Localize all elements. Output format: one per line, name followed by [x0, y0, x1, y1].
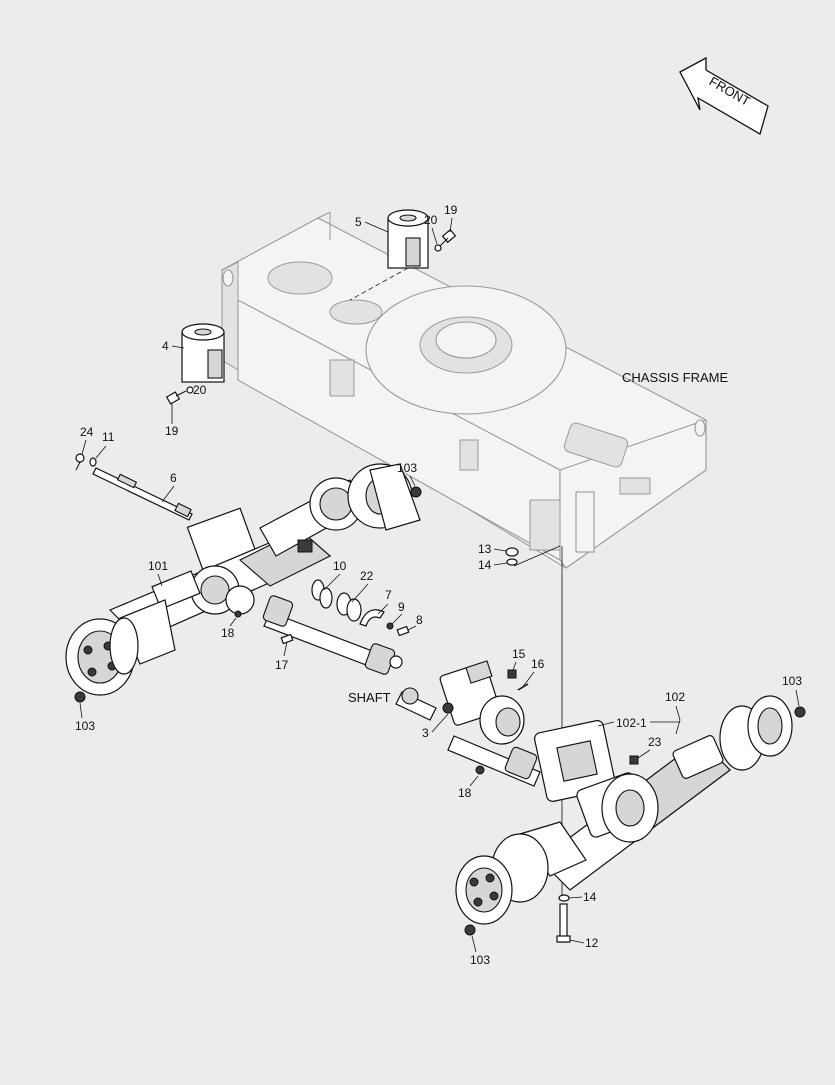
nut-103-rear-left [464, 924, 476, 936]
callout-9: 9 [398, 600, 405, 614]
front-arrow: FRONT [679, 56, 769, 135]
mount-block-5 [387, 209, 429, 269]
callout-18-rear: 18 [458, 786, 472, 800]
callout-15: 15 [512, 647, 526, 661]
callout-101: 101 [148, 559, 168, 573]
callout-11: 11 [102, 430, 115, 444]
bolt-18-front [234, 610, 242, 618]
callout-12: 12 [585, 936, 599, 950]
rear-axle-102 [455, 695, 793, 925]
chassis-frame [221, 211, 707, 569]
rear-driveshaft [447, 735, 541, 787]
bolt-18-rear [475, 765, 485, 775]
seal-ring-22 [336, 592, 362, 622]
callout-103-rear-right: 103 [782, 674, 802, 688]
mount-block-4 [181, 323, 225, 383]
chassis-frame-label: CHASSIS FRAME [622, 370, 729, 385]
nut-103-front-right [410, 486, 422, 498]
fitting-15 [507, 669, 517, 679]
callout-3: 3 [422, 726, 429, 740]
nut-103-front-left [74, 691, 86, 703]
callout-6: 6 [170, 471, 177, 485]
callout-103-front-right: 103 [397, 461, 417, 475]
callout-102-1: 102-1 [616, 716, 647, 730]
seal-11 [89, 457, 97, 467]
shaft-label: SHAFT [348, 690, 391, 705]
shaft-6 [92, 467, 193, 521]
nut-103-rear-right [794, 706, 806, 718]
callout-8: 8 [416, 613, 423, 627]
callout-17: 17 [275, 658, 289, 672]
bolt-19-lower [165, 390, 187, 405]
callout-102: 102 [665, 690, 685, 704]
callout-23: 23 [648, 735, 662, 749]
callout-103-front-left: 103 [75, 719, 95, 733]
callout-7: 7 [385, 588, 392, 602]
callout-20-upper: 20 [424, 213, 438, 227]
seal-ring-10 [311, 579, 333, 609]
callout-19-upper: 19 [444, 203, 458, 217]
bolt-12 [556, 903, 571, 943]
washer-20-lower [186, 386, 194, 394]
bolt-8 [396, 625, 410, 637]
washer-14-upper [506, 558, 518, 566]
callout-13: 13 [478, 542, 492, 556]
callout-18-front: 18 [221, 626, 235, 640]
callout-14-upper: 14 [478, 558, 492, 572]
grease-fitting-24 [75, 453, 85, 471]
callout-103-rear-left: 103 [470, 953, 490, 967]
bolt-17 [280, 633, 294, 645]
washer-9 [386, 622, 394, 630]
bolt-19-upper [439, 228, 457, 247]
front-axle-101 [65, 463, 421, 696]
washer-20-upper [434, 244, 442, 252]
fitting-23 [629, 755, 639, 765]
callout-16: 16 [531, 657, 545, 671]
nut-13 [505, 547, 519, 557]
callout-19-lower: 19 [165, 424, 179, 438]
callout-20-lower: 20 [193, 383, 207, 397]
callout-4: 4 [162, 339, 169, 353]
callout-22: 22 [360, 569, 374, 583]
callout-10: 10 [333, 559, 347, 573]
transmission-3 [395, 660, 525, 745]
callout-14-lower: 14 [583, 890, 597, 904]
callout-24: 24 [80, 425, 94, 439]
front-driveshaft [262, 595, 403, 675]
callout-5: 5 [355, 215, 362, 229]
washer-14-lower [558, 894, 570, 902]
